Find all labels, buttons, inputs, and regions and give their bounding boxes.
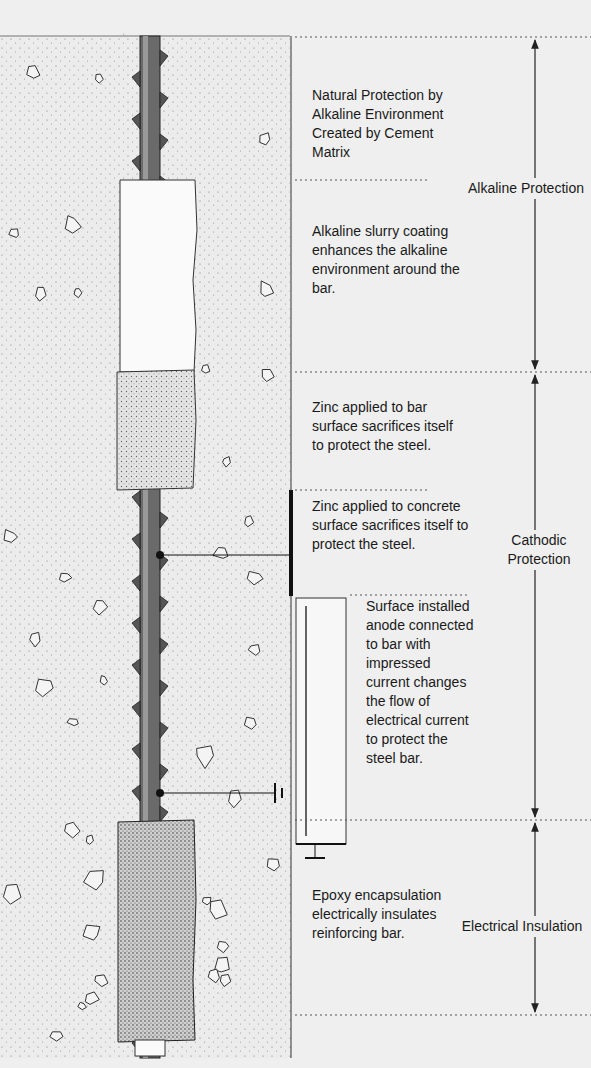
note-text: Natural Protection by Alkaline Environme… bbox=[312, 86, 462, 162]
zinc-coating bbox=[117, 370, 196, 490]
note-text: Alkaline slurry coating enhances the alk… bbox=[312, 222, 462, 298]
note-text: Epoxy encapsulation electrically insulat… bbox=[312, 886, 447, 943]
anode bbox=[296, 598, 346, 844]
note-text: Surface installed anode connected to bar… bbox=[366, 597, 478, 768]
slurry-coating bbox=[120, 180, 197, 372]
note-text: Zinc applied to concrete surface sacrifi… bbox=[312, 497, 487, 554]
zone-label: Cathodic Protection bbox=[490, 530, 588, 570]
epoxy-encapsulation bbox=[118, 820, 196, 1042]
zone-label: Alkaline Protection bbox=[464, 178, 588, 199]
zone-label: Electrical Insulation bbox=[456, 916, 588, 937]
note-text: Zinc applied to bar surface sacrifices i… bbox=[312, 398, 467, 455]
concrete bbox=[0, 32, 291, 1058]
zinc-surface bbox=[289, 490, 293, 596]
